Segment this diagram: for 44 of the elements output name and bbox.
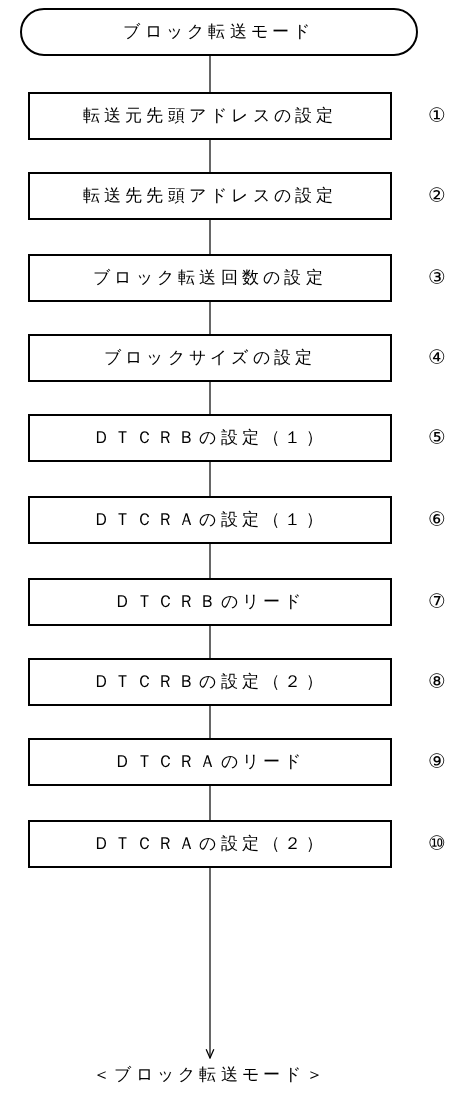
terminal-shape: [20, 8, 418, 56]
connector-line: [209, 461, 211, 497]
step-number: ②: [428, 185, 446, 205]
process-box: [28, 92, 392, 140]
step-label: ＤＴＣＲＡのリード: [114, 750, 306, 774]
connector-line: [209, 543, 211, 579]
step-number: ⑨: [428, 751, 446, 771]
connector-line: [209, 785, 211, 821]
process-box: [28, 334, 392, 382]
process-box: [28, 658, 392, 706]
step-number: ⑤: [428, 427, 446, 447]
step-number: ①: [428, 105, 446, 125]
step-label: ブロックサイズの設定: [103, 346, 317, 370]
step-label: ブロック転送モード: [123, 20, 315, 44]
step-label: ＤＴＣＲＡの設定（２）: [93, 832, 327, 856]
process-box: [28, 496, 392, 544]
arrow: [205, 867, 215, 1059]
process-box: [28, 172, 392, 220]
step-label: ＤＴＣＲＢのリード: [114, 590, 306, 614]
step-label: ブロック転送回数の設定: [93, 266, 327, 290]
process-box: [28, 738, 392, 786]
step-label: ＤＴＣＲＡの設定（１）: [93, 508, 327, 532]
step-number: ⑥: [428, 509, 446, 529]
step-number: ⑦: [428, 591, 446, 611]
step-label: 転送先先頭アドレスの設定: [82, 184, 338, 208]
process-box: [28, 414, 392, 462]
connector-line: [209, 705, 211, 739]
step-label: ＤＴＣＲＢの設定（１）: [93, 426, 327, 450]
connector-line: [209, 625, 211, 659]
process-box: [28, 820, 392, 868]
connector-line: [209, 139, 211, 173]
connector-line: [209, 55, 211, 93]
step-label: ＤＴＣＲＢの設定（２）: [93, 670, 327, 694]
process-box: [28, 254, 392, 302]
connector-line: [209, 381, 211, 415]
connector-line: [209, 301, 211, 335]
process-box: [28, 578, 392, 626]
step-label: 転送元先頭アドレスの設定: [82, 104, 338, 128]
end-label: ＜ブロック転送モード＞: [93, 1063, 327, 1087]
step-number: ③: [428, 267, 446, 287]
step-number: ⑧: [428, 671, 446, 691]
step-number: ⑩: [428, 833, 446, 853]
connector-line: [209, 219, 211, 255]
step-number: ④: [428, 347, 446, 367]
